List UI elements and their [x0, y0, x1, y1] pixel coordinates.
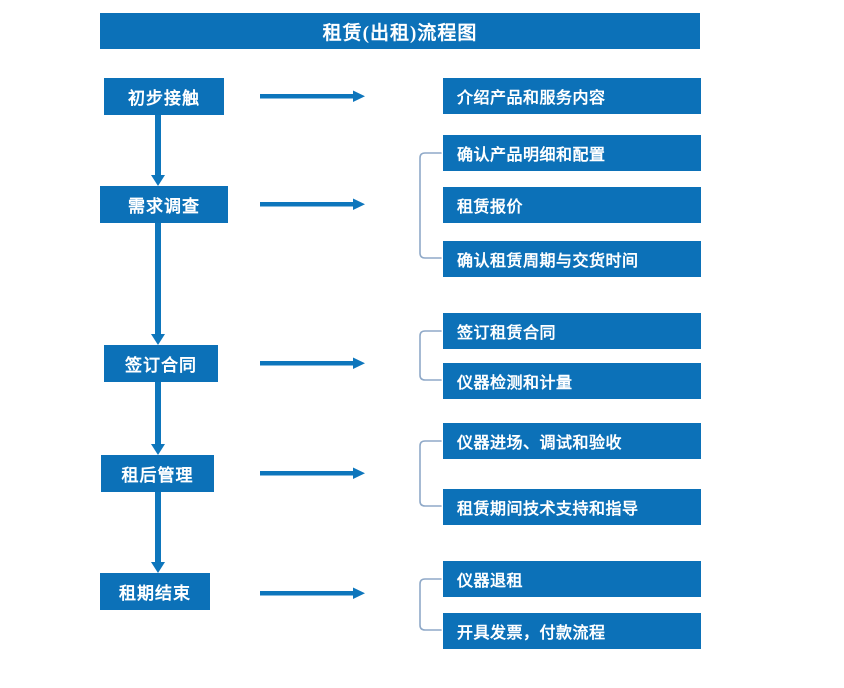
group-bracket [418, 440, 442, 507]
flow-arrow-down [149, 492, 167, 573]
flow-arrow-right [260, 197, 366, 211]
stage-box-stage-2[interactable]: 需求调查 [100, 186, 228, 223]
detail-box-detail-5-1[interactable]: 仪器退租 [443, 561, 701, 597]
flow-arrow-right [260, 586, 366, 600]
stage-box-stage-1[interactable]: 初步接触 [104, 78, 224, 115]
flow-arrow-down [149, 382, 167, 455]
flow-arrow-right [260, 89, 366, 103]
detail-box-detail-2-1[interactable]: 确认产品明细和配置 [443, 135, 701, 171]
group-bracket [418, 152, 442, 259]
flow-arrow-down [149, 115, 167, 186]
detail-box-detail-3-2[interactable]: 仪器检测和计量 [443, 363, 701, 399]
stage-box-stage-4[interactable]: 租后管理 [101, 455, 214, 492]
group-bracket [418, 330, 442, 381]
group-bracket [418, 578, 442, 631]
flow-arrow-right [260, 466, 366, 480]
detail-box-detail-2-3[interactable]: 确认租赁周期与交货时间 [443, 241, 701, 277]
detail-box-detail-3-1[interactable]: 签订租赁合同 [443, 313, 701, 349]
detail-box-detail-5-2[interactable]: 开具发票，付款流程 [443, 613, 701, 649]
detail-box-detail-1-1[interactable]: 介绍产品和服务内容 [443, 78, 701, 114]
detail-box-detail-4-1[interactable]: 仪器进场、调试和验收 [443, 423, 701, 459]
flow-arrow-down [149, 223, 167, 345]
detail-box-detail-4-2[interactable]: 租赁期间技术支持和指导 [443, 489, 701, 525]
stage-box-stage-5[interactable]: 租期结束 [100, 573, 210, 610]
detail-box-detail-2-2[interactable]: 租赁报价 [443, 187, 701, 223]
stage-box-stage-3[interactable]: 签订合同 [104, 345, 218, 382]
flow-arrow-right [260, 356, 366, 370]
page-title: 租赁(出租)流程图 [100, 13, 700, 49]
